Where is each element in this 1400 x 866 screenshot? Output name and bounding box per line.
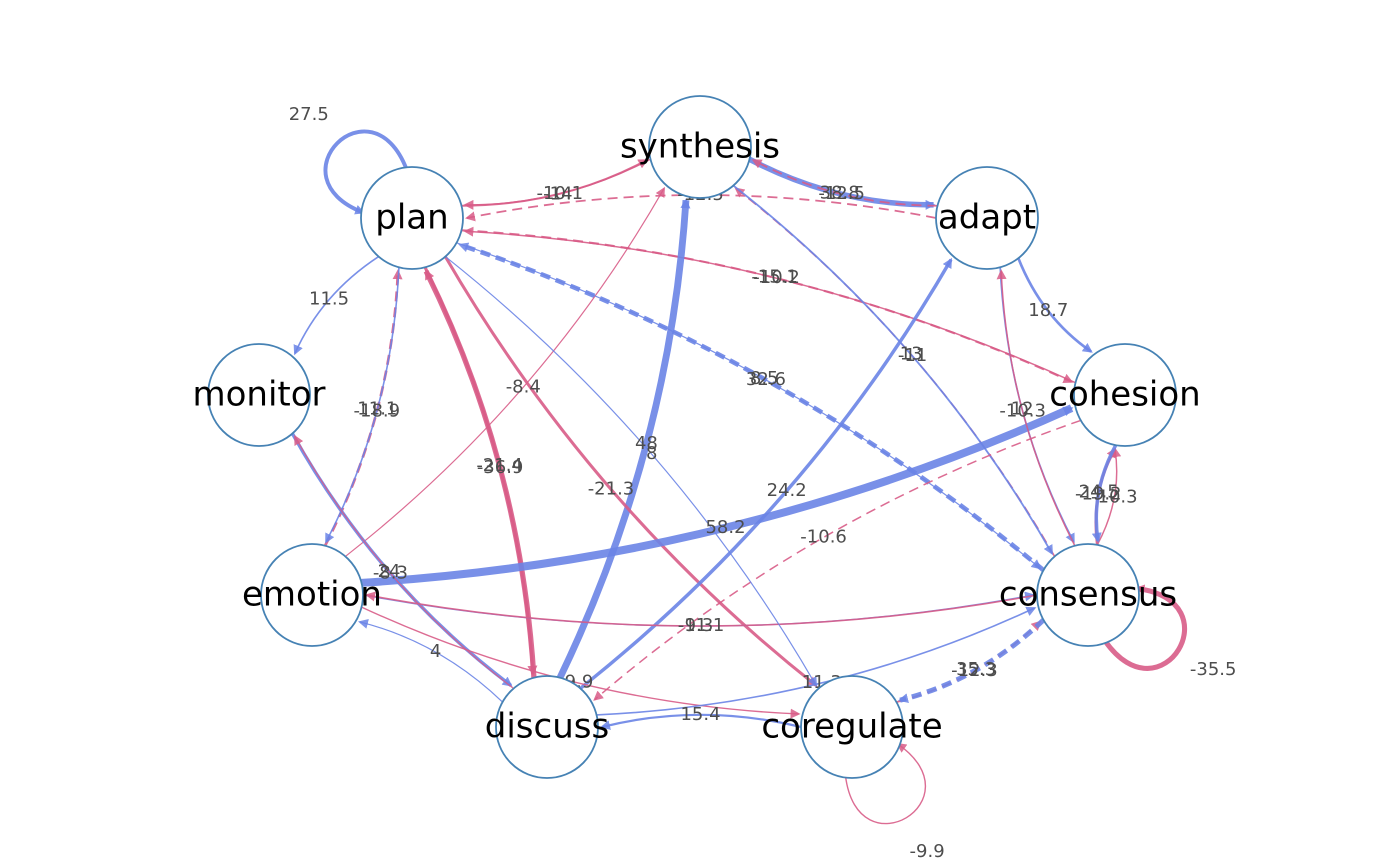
edge-adapt-to-cohesion bbox=[1017, 257, 1093, 353]
node-label-emotion: emotion bbox=[242, 575, 382, 615]
edge-consensus-to-coregulate bbox=[898, 618, 1046, 704]
node-synthesis[interactable]: synthesis bbox=[620, 95, 780, 199]
edge-plan-to-discuss bbox=[423, 266, 538, 676]
edge-emotion-to-cohesion bbox=[361, 404, 1074, 587]
edge-emotion-to-coregulate bbox=[361, 606, 801, 719]
edge-discuss-to-synthesis bbox=[556, 198, 691, 680]
node-label-monitor: monitor bbox=[192, 375, 325, 415]
node-circle-consensus bbox=[1036, 543, 1140, 647]
edge-discuss-to-emotion bbox=[358, 619, 503, 703]
node-circle-coregulate bbox=[800, 675, 904, 779]
edge-plan-to-consensus bbox=[456, 242, 1042, 570]
edge-emotion-to-synthesis bbox=[345, 186, 665, 557]
node-circle-monitor bbox=[207, 343, 311, 447]
node-emotion[interactable]: emotion bbox=[242, 543, 382, 647]
edge-label-adapt-to-cohesion: 18.7 bbox=[1028, 300, 1068, 321]
edge-coregulate-to-discuss bbox=[600, 713, 802, 730]
edge-coregulate-to-coregulate bbox=[844, 742, 927, 825]
node-circle-synthesis bbox=[648, 95, 752, 199]
edge-label-cohesion-to-discuss: -10.6 bbox=[800, 526, 847, 547]
edge-label-consensus-to-plan: 32.6 bbox=[746, 369, 786, 390]
node-circle-discuss bbox=[495, 675, 599, 779]
edge-label-discuss-to-monitor: -8.3 bbox=[373, 562, 408, 583]
edge-label-plan-to-discuss: -21.4 bbox=[476, 455, 523, 476]
edge-label-consensus-to-cohesion: -10.3 bbox=[1091, 486, 1138, 507]
edge-label-plan-to-emotion: 11.1 bbox=[357, 399, 397, 420]
edge-label-emotion-to-cohesion: 58.2 bbox=[705, 517, 745, 538]
node-consensus[interactable]: consensus bbox=[999, 543, 1177, 647]
edge-adapt-to-plan bbox=[465, 194, 937, 222]
edge-label-coregulate-to-discuss: 15.4 bbox=[680, 704, 720, 725]
edge-label-plan-to-plan: 27.5 bbox=[289, 104, 329, 125]
edge-plan-to-coregulate bbox=[444, 255, 818, 687]
node-circle-cohesion bbox=[1073, 343, 1177, 447]
nodes-layer: synthesis adapt cohesion consensus coregulat… bbox=[192, 95, 1201, 779]
edge-label-coregulate-to-coregulate: -9.9 bbox=[910, 841, 945, 862]
edge-consensus-to-cohesion bbox=[1096, 447, 1122, 546]
edge-label-plan-to-cohesion: -15.1 bbox=[751, 267, 798, 288]
edge-label-plan-to-monitor: 11.5 bbox=[309, 289, 349, 310]
edge-label-consensus-to-cohesion: -19.2 bbox=[1075, 484, 1122, 505]
edge-label-consensus-to-synthesis: -11 bbox=[898, 345, 927, 366]
edge-label-adapt-to-synthesis: -12.5 bbox=[818, 183, 865, 204]
node-cohesion[interactable]: cohesion bbox=[1049, 343, 1201, 447]
node-circle-emotion bbox=[260, 543, 364, 647]
edge-plan-to-coregulate bbox=[444, 256, 818, 688]
edge-label-plan-to-coregulate: 8 bbox=[646, 443, 657, 464]
edge-label-discuss-to-emotion: 4 bbox=[430, 641, 441, 662]
edge-label-emotion-to-consensus: 9.3 bbox=[685, 615, 714, 636]
edge-consensus-to-adapt bbox=[996, 269, 1076, 547]
edge-label-monitor-to-discuss: 24 bbox=[378, 561, 401, 582]
edge-label-cohesion-to-plan: -10.2 bbox=[753, 267, 800, 288]
edge-label-discuss-to-adapt: 24.2 bbox=[767, 480, 807, 501]
node-circle-adapt bbox=[935, 166, 1039, 270]
node-label-discuss: discuss bbox=[485, 707, 609, 747]
node-label-synthesis: synthesis bbox=[620, 127, 780, 167]
node-label-cohesion: cohesion bbox=[1049, 375, 1200, 415]
edge-label-discuss-to-plan: -36.9 bbox=[477, 457, 524, 478]
edge-label-synthesis-to-plan: -10.1 bbox=[537, 183, 584, 204]
edge-cohesion-to-discuss bbox=[593, 419, 1082, 701]
node-label-plan: plan bbox=[375, 198, 448, 238]
edge-label-emotion-to-plan: -18.9 bbox=[354, 400, 401, 421]
edge-label-consensus-to-coregulate: 35.3 bbox=[956, 659, 996, 680]
edge-discuss-to-adapt bbox=[579, 257, 953, 690]
edge-labels-layer: 27.5-35.5-9.938.8-14-10.1-12.5-12.5-10.2… bbox=[289, 104, 1237, 862]
edge-plan-to-plan bbox=[323, 129, 409, 215]
edge-discuss-to-consensus bbox=[596, 606, 1037, 716]
edge-label-cohesion-to-consensus: 24.5 bbox=[1079, 482, 1119, 503]
edge-label-adapt-to-consensus: 12 bbox=[1011, 399, 1034, 420]
edge-label-consensus-to-consensus: -35.5 bbox=[1190, 659, 1237, 680]
node-label-adapt: adapt bbox=[938, 198, 1036, 238]
edge-plan-to-monitor bbox=[293, 255, 380, 356]
edge-label-coregulate-to-consensus: -12.3 bbox=[951, 660, 998, 681]
edge-label-plan-to-consensus: 8.5 bbox=[750, 368, 779, 389]
edge-label-plan-to-synthesis: -14 bbox=[543, 183, 572, 204]
node-label-consensus: consensus bbox=[999, 575, 1177, 615]
edge-cohesion-to-consensus bbox=[1091, 444, 1118, 543]
node-adapt[interactable]: adapt bbox=[935, 166, 1039, 270]
edge-discuss-to-monitor bbox=[294, 434, 514, 689]
edge-label-consensus-to-adapt: -10.3 bbox=[999, 401, 1046, 422]
edge-label-emotion-to-synthesis: -8.4 bbox=[506, 376, 541, 397]
node-circle-plan bbox=[360, 166, 464, 270]
node-discuss[interactable]: discuss bbox=[485, 675, 609, 779]
node-plan[interactable]: plan bbox=[360, 166, 464, 270]
edge-label-consensus-to-emotion: -11.1 bbox=[678, 615, 725, 636]
edge-label-synthesis-to-adapt: 38.8 bbox=[820, 183, 860, 204]
edge-synthesis-to-plan bbox=[463, 158, 651, 210]
node-coregulate[interactable]: coregulate bbox=[761, 675, 943, 779]
edge-consensus-to-consensus bbox=[1102, 584, 1188, 671]
edge-label-discuss-to-synthesis: 48 bbox=[635, 433, 658, 454]
edge-label-synthesis-to-consensus: 13 bbox=[900, 344, 923, 365]
edge-label-plan-to-coregulate: -21.3 bbox=[588, 478, 635, 499]
edge-adapt-to-synthesis bbox=[751, 159, 938, 207]
node-label-coregulate: coregulate bbox=[761, 707, 942, 747]
edge-consensus-to-emotion bbox=[365, 591, 1038, 627]
edges-layer bbox=[290, 129, 1188, 825]
node-monitor[interactable]: monitor bbox=[192, 343, 326, 447]
edge-synthesis-to-consensus bbox=[732, 184, 1053, 556]
